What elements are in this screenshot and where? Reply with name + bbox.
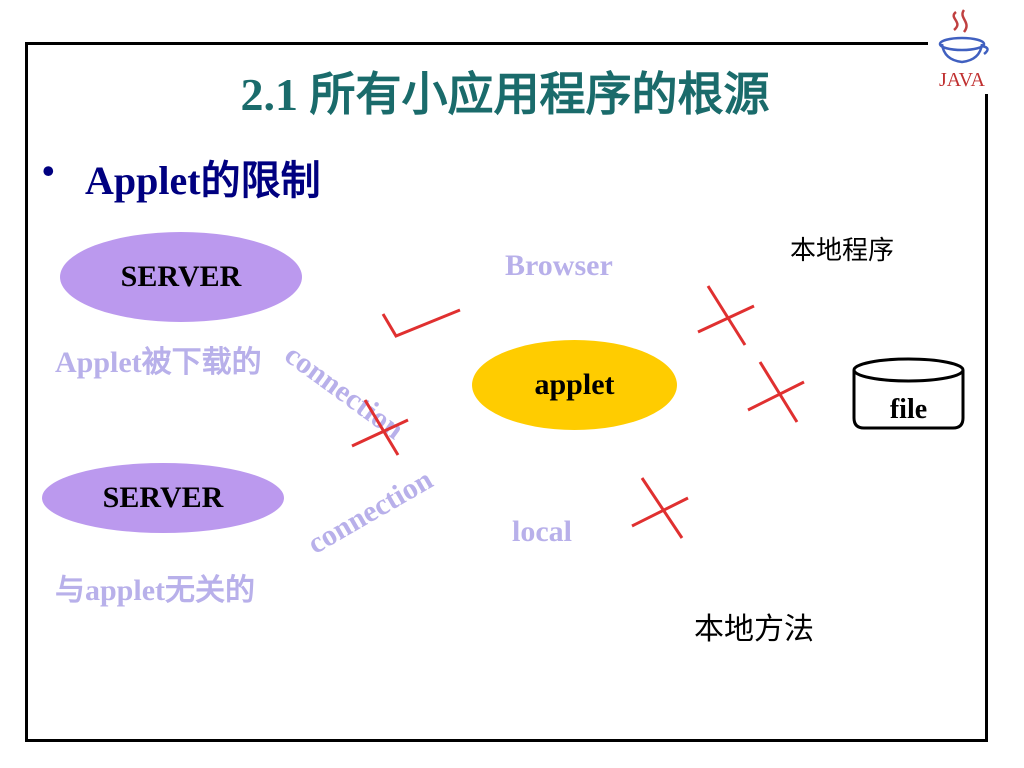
bullet-text: Applet的限制	[85, 158, 321, 203]
applet-label: applet	[534, 368, 615, 401]
cross-mark-local-method	[631, 477, 689, 539]
local-method-label: 本地方法	[694, 612, 814, 647]
java-coffee-cup-icon: JAVA	[938, 9, 989, 91]
cross-mark-applet-file	[747, 361, 805, 423]
server-top: SERVER	[60, 232, 302, 322]
slide-frame	[25, 42, 988, 742]
bullet-marker: •	[42, 151, 55, 191]
local-program-label: 本地程序	[790, 236, 895, 266]
local-label: local	[512, 515, 572, 548]
java-logo-text: JAVA	[939, 69, 986, 91]
server-bottom-caption: 与applet无关的	[55, 574, 256, 607]
java-logo: JAVA	[928, 4, 998, 94]
server-bottom-label: SERVER	[102, 481, 224, 514]
cross-mark-browser-program	[697, 285, 755, 346]
browser-label: Browser	[505, 249, 613, 282]
file-cylinder	[852, 357, 965, 430]
check-mark	[381, 308, 461, 338]
server-top-caption: Applet被下载的	[55, 346, 262, 379]
slide-title: 2.1 所有小应用程序的根源	[240, 69, 770, 120]
cross-mark-connection	[351, 399, 409, 456]
server-bottom: SERVER	[42, 463, 284, 533]
applet-node: applet	[472, 340, 677, 430]
server-top-label: SERVER	[120, 260, 242, 293]
file-label: file	[889, 394, 928, 425]
